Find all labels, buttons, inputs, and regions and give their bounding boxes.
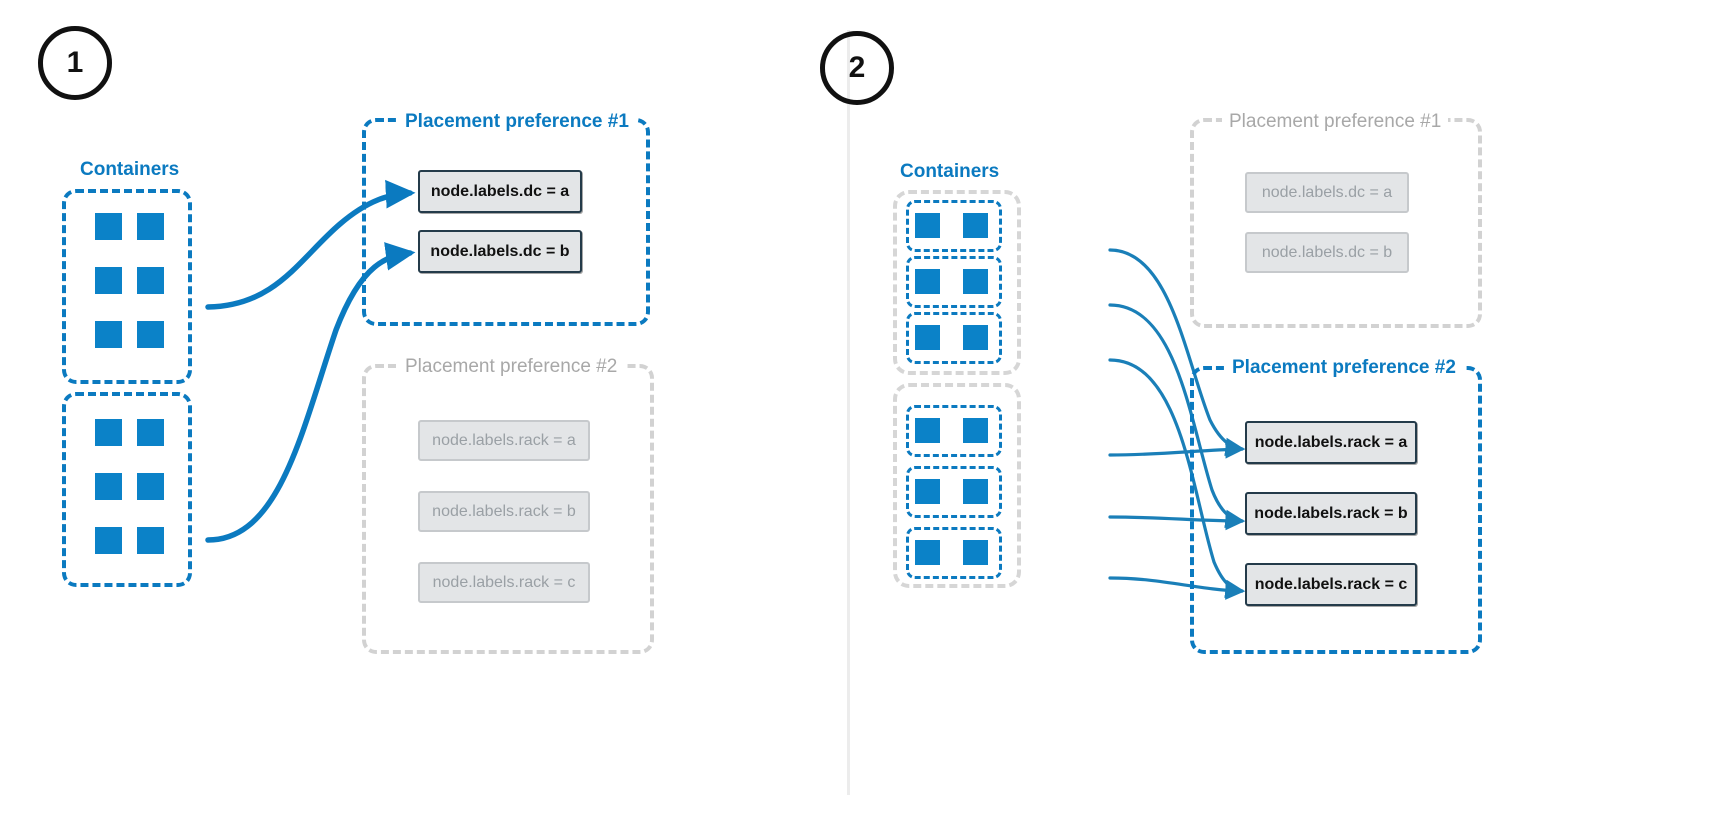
panel-1-containers-title: Containers (73, 160, 187, 180)
panel-2-label-rack-c[interactable]: node.labels.rack = c (1245, 563, 1417, 606)
container-square (915, 325, 940, 350)
container-square (963, 269, 988, 294)
container-square (95, 267, 122, 294)
container-square (915, 269, 940, 294)
container-square (915, 479, 940, 504)
container-square (963, 418, 988, 443)
container-square (963, 479, 988, 504)
panel-2-subgroup-4 (906, 405, 1002, 457)
step-badge-2: 2 (820, 31, 894, 105)
panel-2-subgroup-3 (906, 312, 1002, 364)
container-square (963, 213, 988, 238)
panel-2-subgroup-5 (906, 466, 1002, 518)
panel-2-preference-1-frame (1190, 118, 1482, 328)
container-square (95, 527, 122, 554)
step-badge-1: 1 (38, 26, 112, 100)
panel-2-subgroup-6 (906, 527, 1002, 579)
panel-2-preference-1-title: Placement preference #1 (1222, 112, 1449, 132)
container-square (137, 473, 164, 500)
container-square (137, 213, 164, 240)
panel-2-subgroup-1 (906, 200, 1002, 252)
panel-2-preference-2-title: Placement preference #2 (1225, 358, 1463, 378)
panel-1-container-group-1 (62, 189, 192, 384)
container-square (963, 540, 988, 565)
container-square (915, 540, 940, 565)
container-square (95, 321, 122, 348)
panel-divider (847, 30, 850, 795)
container-square (915, 418, 940, 443)
panel-2-label-rack-a[interactable]: node.labels.rack = a (1245, 421, 1417, 464)
panel-2-label-rack-b[interactable]: node.labels.rack = b (1245, 492, 1417, 535)
panel-1-preference-1-frame (362, 118, 650, 326)
container-square (95, 213, 122, 240)
container-square (137, 321, 164, 348)
container-square (137, 267, 164, 294)
panel-1-container-group-2 (62, 392, 192, 587)
panel-2-label-dc-b[interactable]: node.labels.dc = b (1245, 232, 1409, 273)
container-square (95, 419, 122, 446)
panel-1-label-dc-b[interactable]: node.labels.dc = b (418, 230, 582, 273)
panel-1-label-rack-b[interactable]: node.labels.rack = b (418, 491, 590, 532)
container-square (915, 213, 940, 238)
container-square (137, 419, 164, 446)
container-square (95, 473, 122, 500)
panel-2-label-dc-a[interactable]: node.labels.dc = a (1245, 172, 1409, 213)
panel-1-preference-1-title: Placement preference #1 (398, 112, 636, 132)
panel-1-preference-2-title: Placement preference #2 (398, 357, 625, 377)
panel-2-container-group-1 (893, 190, 1021, 375)
panel-1-label-dc-a[interactable]: node.labels.dc = a (418, 170, 582, 213)
panel-2-containers-title: Containers (893, 162, 1007, 182)
panel-2-subgroup-2 (906, 256, 1002, 308)
container-square (137, 527, 164, 554)
panel-1-label-rack-c[interactable]: node.labels.rack = c (418, 562, 590, 603)
panel-1-label-rack-a[interactable]: node.labels.rack = a (418, 420, 590, 461)
container-square (963, 325, 988, 350)
panel-2-container-group-2 (893, 383, 1021, 588)
